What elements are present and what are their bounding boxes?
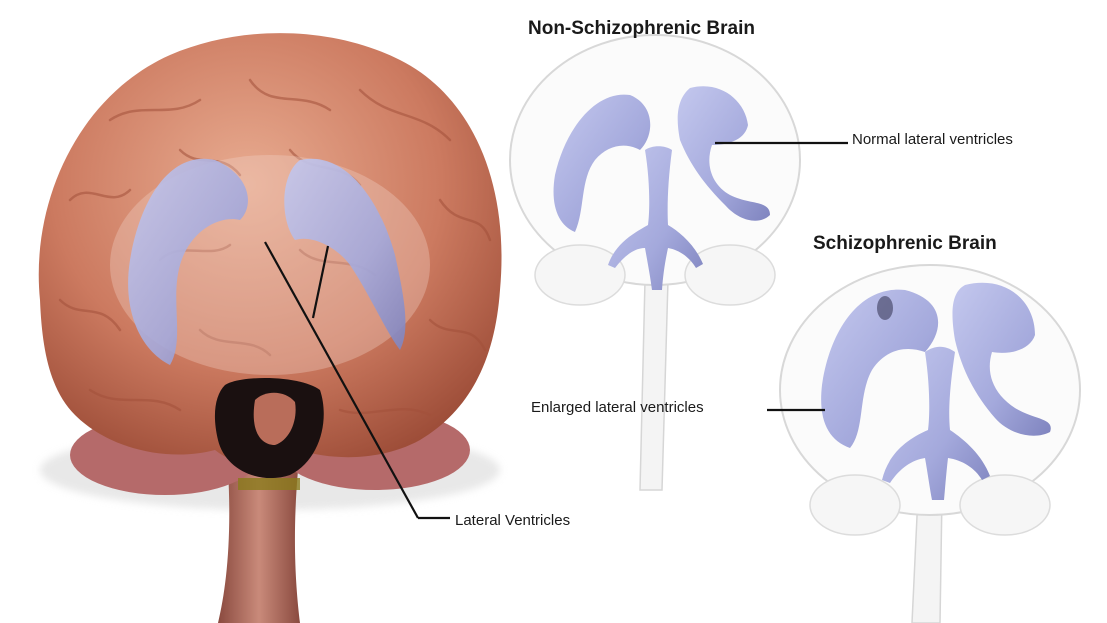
brainstem <box>218 470 300 623</box>
lateral-ventricles-label: Lateral Ventricles <box>455 512 570 529</box>
anatomical-brain <box>39 33 502 623</box>
schizophrenic-brain-schematic <box>767 265 1080 623</box>
normal-ventricles-label: Normal lateral ventricles <box>852 131 1013 148</box>
schizophrenic-brain-title: Schizophrenic Brain <box>813 233 997 255</box>
normal-brain-title: Non-Schizophrenic Brain <box>528 18 755 40</box>
enlarged-ventricles-label: Enlarged lateral ventricles <box>531 399 704 416</box>
